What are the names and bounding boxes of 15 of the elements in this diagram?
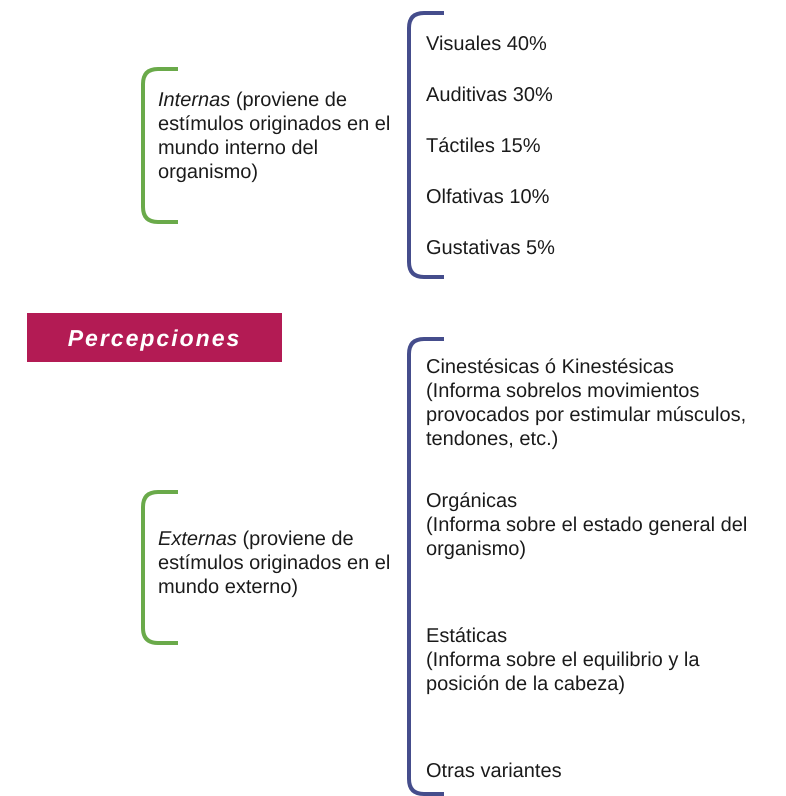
item-heading: Cinestésicas ó Kinestésicas — [426, 355, 675, 379]
item-description: (Informa sobre el equilibrio y la posición de la cabeza) — [426, 648, 700, 696]
category-banner: Percepciones — [27, 313, 282, 362]
item-text: Olfativas 10% — [426, 185, 766, 209]
item-text: Gustativas 5% — [426, 236, 766, 260]
category-text: Internas (proviene de estímulos originados en el mundo interno del organismo) — [158, 88, 398, 184]
item-text: Auditivas 30% — [426, 83, 766, 107]
category-text: Externas (proviene de estímulos originados en el mundo externo) — [158, 527, 403, 599]
item-heading: Estáticas — [426, 624, 508, 648]
item-heading: Orgánicas — [426, 489, 518, 513]
item-text: Táctiles 15% — [426, 134, 766, 158]
item-text: Visuales 40% — [426, 32, 766, 56]
item-description: (Informa sobre el estado general del organismo) — [426, 513, 748, 561]
item-description: (Informa sobrelos movimientos provocados por estimular músculos, tendones, etc.) — [426, 379, 748, 451]
item-text: Otras variantes — [426, 759, 776, 783]
